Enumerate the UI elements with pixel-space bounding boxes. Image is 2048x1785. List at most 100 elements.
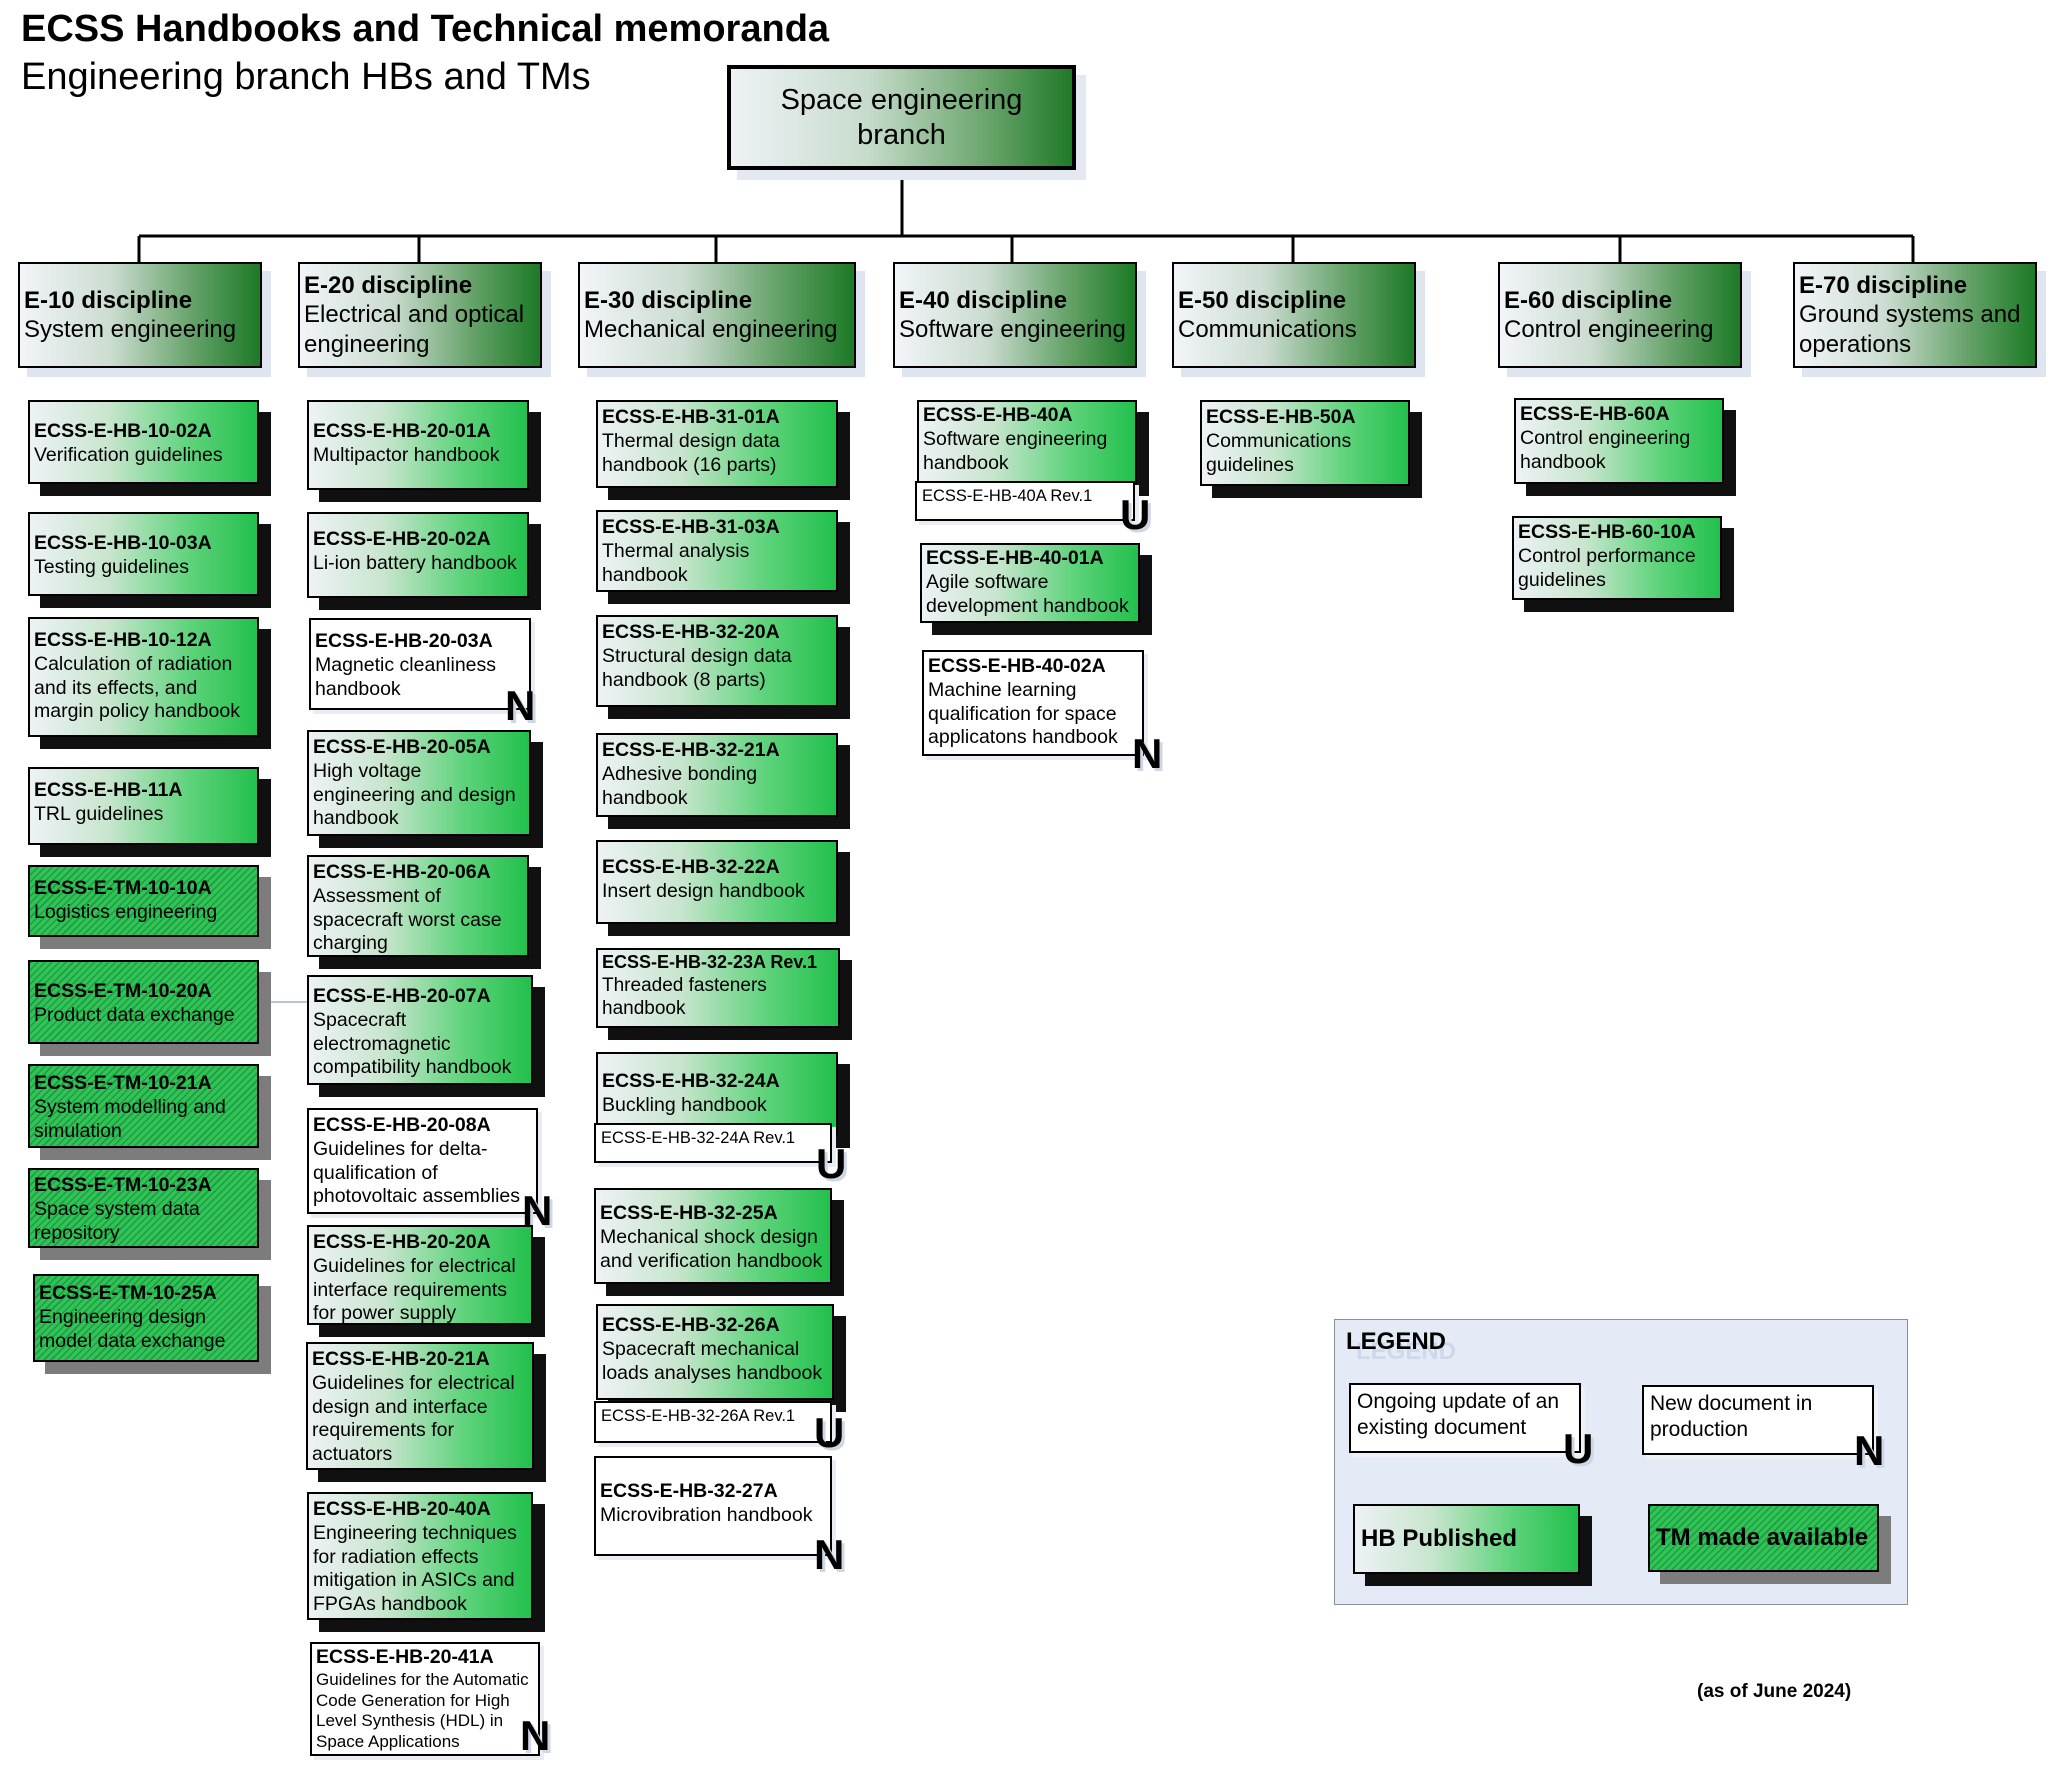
page-subtitle: Engineering branch HBs and TMs — [21, 56, 591, 98]
doc-e-hb-50a[interactable]: ECSS-E-HB-50A Communications guidelines — [1200, 400, 1410, 486]
doc-e-hb-32-27a[interactable]: ECSS-E-HB-32-27A Microvibration handbook — [594, 1456, 832, 1556]
doc-e-hb-31-01a[interactable]: ECSS-E-HB-31-01A Thermal design data han… — [596, 400, 838, 488]
new-badge: N — [505, 682, 536, 729]
doc-code: ECSS-E-HB-10-12A — [34, 629, 212, 651]
doc-e-hb-10-02a[interactable]: ECSS-E-HB-10-02A Verification guidelines — [28, 400, 259, 484]
doc-e-tm-10-20a[interactable]: ECSS-E-TM-10-20A Product data exchange — [28, 960, 259, 1044]
doc-code: ECSS-E-HB-32-25A — [600, 1202, 778, 1224]
new-badge: N — [520, 1712, 551, 1759]
doc-code: ECSS-E-HB-32-24A — [602, 1070, 780, 1092]
doc-e-tm-10-21a[interactable]: ECSS-E-TM-10-21A System modelling and si… — [28, 1064, 259, 1148]
doc-code: ECSS-E-HB-32-26A — [602, 1314, 780, 1336]
doc-title: Microvibration handbook — [600, 1503, 813, 1526]
discipline-name: Electrical and optical — [304, 301, 525, 329]
doc-e-hb-32-26a[interactable]: ECSS-E-HB-32-26A Spacecraft mechanical l… — [596, 1304, 834, 1400]
doc-code: ECSS-E-HB-32-23A Rev.1 — [602, 952, 818, 972]
doc-code: ECSS-E-HB-40-01A — [926, 547, 1104, 569]
doc-e-hb-20-08a[interactable]: ECSS-E-HB-20-08A Guidelines for delta-qu… — [307, 1108, 538, 1214]
discipline-e50[interactable]: E-50 discipline Communications — [1172, 262, 1416, 368]
doc-code: ECSS-E-TM-10-20A — [34, 980, 212, 1002]
doc-code: ECSS-E-HB-20-03A — [315, 630, 493, 652]
update-badge: U — [1120, 491, 1151, 538]
doc-code: ECSS-E-HB-11A — [34, 779, 183, 801]
discipline-e30[interactable]: E-30 discipline Mechanical engineering — [578, 262, 856, 368]
doc-e-hb-32-20a[interactable]: ECSS-E-HB-32-20A Structural design data … — [596, 615, 838, 707]
discipline-code: E-20 discipline — [304, 272, 473, 300]
doc-title: Logistics engineering — [34, 900, 218, 923]
doc-e-hb-32-23a-rev1[interactable]: ECSS-E-HB-32-23A Rev.1 Threaded fastener… — [596, 948, 840, 1028]
doc-code: ECSS-E-TM-10-21A — [34, 1072, 212, 1094]
legend-panel: LEGEND LEGEND Ongoing update of an exist… — [1334, 1319, 1908, 1605]
discipline-name: Software engineering — [899, 316, 1126, 343]
legend-tm-label: TM made available — [1656, 1524, 1869, 1551]
doc-e-hb-20-07a[interactable]: ECSS-E-HB-20-07A Spacecraft electromagne… — [307, 975, 533, 1085]
doc-title: Calculation of radiation and its effects… — [34, 652, 240, 723]
doc-code: ECSS-E-HB-10-02A — [34, 420, 212, 442]
doc-code: ECSS-E-HB-20-21A — [312, 1348, 490, 1370]
update-badge: U — [816, 1140, 847, 1187]
doc-title: Communications guidelines — [1206, 429, 1352, 476]
doc-e-hb-20-20a[interactable]: ECSS-E-HB-20-20A Guidelines for electric… — [307, 1225, 533, 1325]
discipline-name: Ground systems and — [1799, 301, 2021, 329]
revision-e-hb-40a-rev1[interactable]: ECSS-E-HB-40A Rev.1 — [915, 481, 1135, 521]
new-badge: N — [522, 1187, 553, 1234]
doc-e-hb-32-22a[interactable]: ECSS-E-HB-32-22A Insert design handbook — [596, 840, 838, 924]
doc-code: ECSS-E-HB-60-10A — [1518, 521, 1696, 543]
doc-e-hb-40a[interactable]: ECSS-E-HB-40A Software engineering handb… — [917, 400, 1137, 484]
doc-e-hb-20-06a[interactable]: ECSS-E-HB-20-06A Assessment of spacecraf… — [307, 855, 529, 957]
doc-e-hb-11a[interactable]: ECSS-E-HB-11A TRL guidelines — [28, 767, 259, 845]
doc-e-hb-20-40a[interactable]: ECSS-E-HB-20-40A Engineering techniques … — [307, 1492, 533, 1620]
discipline-e40[interactable]: E-40 discipline Software engineering — [893, 262, 1137, 368]
doc-title: Magnetic cleanliness handbook — [315, 653, 497, 700]
doc-e-hb-20-02a[interactable]: ECSS-E-HB-20-02A Li-ion battery handbook — [307, 512, 529, 598]
discipline-e60[interactable]: E-60 discipline Control engineering — [1498, 262, 1742, 368]
discipline-e10[interactable]: E-10 discipline System engineering — [18, 262, 262, 368]
doc-e-tm-10-25a[interactable]: ECSS-E-TM-10-25A Engineering design mode… — [33, 1274, 259, 1362]
doc-e-hb-40-01a[interactable]: ECSS-E-HB-40-01A Agile software developm… — [920, 543, 1140, 623]
discipline-e70[interactable]: E-70 discipline Ground systems and opera… — [1793, 262, 2037, 368]
discipline-name-2: engineering — [304, 330, 430, 358]
doc-title: Buckling handbook — [602, 1093, 767, 1116]
discipline-code: E-70 discipline — [1799, 272, 1968, 300]
doc-e-hb-10-03a[interactable]: ECSS-E-HB-10-03A Testing guidelines — [28, 512, 259, 596]
doc-e-hb-60-10a[interactable]: ECSS-E-HB-60-10A Control performance gui… — [1512, 516, 1722, 600]
doc-e-hb-20-21a[interactable]: ECSS-E-HB-20-21A Guidelines for electric… — [306, 1342, 534, 1470]
doc-title: Space system data repository — [34, 1197, 200, 1244]
doc-e-tm-10-10a[interactable]: ECSS-E-TM-10-10A Logistics engineering — [28, 865, 259, 937]
doc-e-hb-20-01a[interactable]: ECSS-E-HB-20-01A Multipactor handbook — [307, 400, 529, 490]
doc-code: ECSS-E-HB-40-02A — [928, 655, 1106, 677]
revision-e-hb-32-24a-rev1[interactable]: ECSS-E-HB-32-24A Rev.1 — [594, 1123, 832, 1163]
update-badge: U — [814, 1409, 845, 1456]
discipline-e20[interactable]: E-20 discipline Electrical and optical e… — [298, 262, 542, 368]
doc-code: ECSS-E-HB-20-41A — [316, 1646, 494, 1668]
doc-e-hb-40-02a[interactable]: ECSS-E-HB-40-02A Machine learning qualif… — [922, 650, 1144, 756]
discipline-name: Control engineering — [1504, 316, 1714, 343]
doc-title: Threaded fasteners handbook — [602, 974, 767, 1020]
doc-title: Agile software development handbook — [926, 570, 1129, 617]
doc-e-hb-10-12a[interactable]: ECSS-E-HB-10-12A Calculation of radiatio… — [28, 617, 259, 737]
page-title: ECSS Handbooks and Technical memoranda — [21, 8, 830, 50]
doc-e-hb-20-05a[interactable]: ECSS-E-HB-20-05A High voltage engineerin… — [307, 730, 531, 836]
doc-title: Verification guidelines — [34, 443, 223, 466]
doc-e-tm-10-23a[interactable]: ECSS-E-TM-10-23A Space system data repos… — [28, 1168, 259, 1248]
doc-e-hb-31-03a[interactable]: ECSS-E-HB-31-03A Thermal analysis handbo… — [596, 510, 838, 592]
doc-title: Testing guidelines — [34, 555, 190, 578]
doc-code: ECSS-E-HB-20-20A — [313, 1231, 491, 1253]
root-space-engineering-branch[interactable]: Space engineering branch — [727, 65, 1076, 170]
doc-e-hb-20-41a[interactable]: ECSS-E-HB-20-41A Guidelines for the Auto… — [310, 1642, 540, 1756]
update-badge: U — [1563, 1425, 1594, 1472]
revision-e-hb-32-26a-rev1[interactable]: ECSS-E-HB-32-26A Rev.1 — [594, 1401, 832, 1443]
doc-title: Assessment of spacecraft worst case char… — [313, 884, 502, 955]
doc-code: ECSS-E-TM-10-10A — [34, 877, 212, 899]
doc-e-hb-32-21a[interactable]: ECSS-E-HB-32-21A Adhesive bonding handbo… — [596, 733, 838, 817]
doc-code: ECSS-E-HB-20-06A — [313, 861, 491, 883]
doc-title: Multipactor handbook — [313, 443, 500, 466]
doc-e-hb-32-24a[interactable]: ECSS-E-HB-32-24A Buckling handbook — [596, 1052, 838, 1136]
doc-e-hb-60a[interactable]: ECSS-E-HB-60A Control engineering handbo… — [1514, 398, 1724, 484]
doc-title: Li-ion battery handbook — [313, 551, 517, 574]
legend-update-label: Ongoing update of an existing document — [1357, 1390, 1560, 1440]
doc-e-hb-32-25a[interactable]: ECSS-E-HB-32-25A Mechanical shock design… — [594, 1188, 832, 1284]
discipline-code: E-40 discipline — [899, 286, 1068, 314]
doc-e-hb-20-03a[interactable]: ECSS-E-HB-20-03A Magnetic cleanliness ha… — [309, 618, 531, 710]
